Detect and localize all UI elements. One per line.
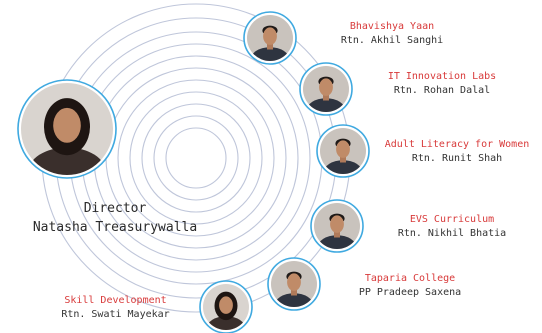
director-label: Director Natasha Treasurywalla [20, 200, 210, 238]
member-label-2: IT Innovation Labs Rtn. Rohan Dalal [372, 70, 512, 97]
portrait-swati-mayekar [199, 280, 253, 333]
director-name: Natasha Treasurywalla [32, 219, 198, 235]
portrait-rohan-dalal [299, 62, 353, 116]
member-label-5: Taparia College PP Pradeep Saxena [340, 272, 480, 299]
project-skill-development: Skill Development [64, 295, 167, 306]
member-name-rohan-dalal: Rtn. Rohan Dalal [393, 84, 491, 96]
director-portrait [17, 79, 117, 179]
director-photo [17, 79, 117, 179]
ring-2 [153, 115, 239, 201]
member-photos [199, 11, 370, 333]
project-bhavishya-yaan: Bhavishya Yaan [349, 21, 435, 32]
project-taparia-college: Taparia College [364, 273, 456, 284]
member-name-nikhil-bhatia: Rtn. Nikhil Bhatia [397, 227, 507, 239]
project-adult-literacy: Adult Literacy for Women [384, 139, 530, 150]
project-evs-curriculum: EVS Curriculum [409, 214, 495, 225]
portrait-akhil-sanghi [243, 11, 297, 65]
project-it-innovation-labs: IT Innovation Labs [387, 71, 497, 82]
member-label-3: Adult Literacy for Women Rtn. Runit Shah [372, 138, 542, 165]
member-name-runit-shah: Rtn. Runit Shah [411, 152, 503, 164]
ring-3 [141, 103, 251, 213]
portrait-nikhil-bhatia [310, 199, 364, 253]
member-label-6: Skill Development Rtn. Swati Mayekar [48, 294, 183, 321]
member-name-swati-mayekar: Rtn. Swati Mayekar [61, 308, 170, 320]
portrait-pradeep-saxena [267, 257, 321, 311]
member-label-1: Bhavishya Yaan Rtn. Akhil Sanghi [322, 20, 462, 47]
director-role: Director [83, 201, 147, 216]
ring-9 [69, 31, 323, 285]
member-label-4: EVS Curriculum Rtn. Nikhil Bhatia [382, 213, 522, 240]
ring-5 [117, 79, 275, 237]
ring-8 [81, 43, 311, 273]
member-name-akhil-sanghi: Rtn. Akhil Sanghi [340, 34, 444, 46]
portrait-runit-shah [316, 124, 370, 178]
member-name-pradeep-saxena: PP Pradeep Saxena [358, 286, 462, 298]
ring-1 [165, 127, 227, 189]
ring-4 [129, 91, 263, 225]
